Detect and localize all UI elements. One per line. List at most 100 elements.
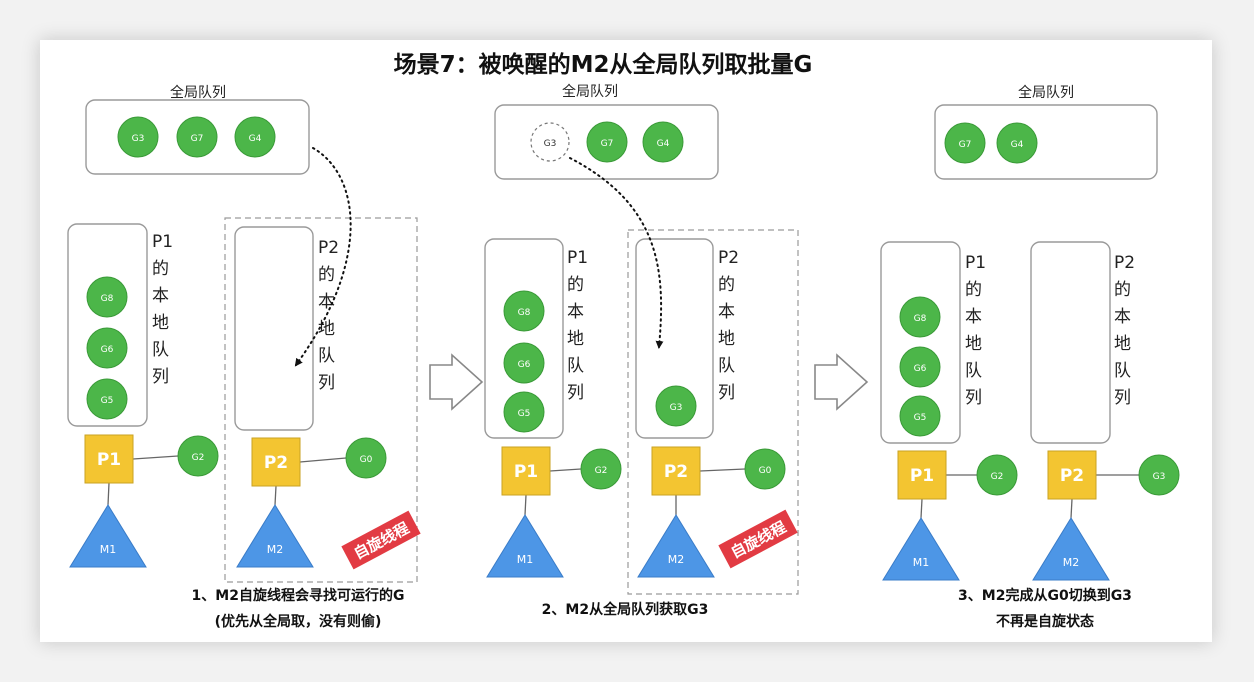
panel3-global-queue-goroutine: G4 [996, 122, 1038, 164]
panel2-p1-local-queue-label: 地 [567, 329, 584, 349]
panel2-p1-local-goroutine: G5 [503, 391, 545, 433]
panel1-caption-line: (优先从全局取，没有则偷) [215, 613, 382, 630]
goroutine-label: G6 [914, 364, 927, 374]
panel1-p2-local-queue-box [234, 226, 314, 431]
goroutine-circle [117, 116, 159, 158]
panel2-p1-local-queue-label: P1 [567, 248, 588, 268]
goroutine-label: G8 [914, 314, 927, 324]
panel3-p1-m-link [920, 498, 923, 519]
goroutine-circle [996, 122, 1038, 164]
panel2-p2-local-queue-label: 本 [718, 302, 735, 322]
panel2-p1-m-link [524, 494, 527, 516]
panel1-p1-local-queue-label: 本 [152, 286, 169, 306]
panel3-p2-local-queue-label: P2 [1114, 253, 1135, 273]
spin-badge-bg [341, 510, 421, 570]
panel3-p2-m-link [1070, 498, 1073, 519]
processor-label: P2 [1060, 466, 1084, 486]
goroutine-label: G2 [991, 472, 1004, 482]
processor-label: P1 [97, 450, 121, 470]
panel1-p2-m-link [274, 485, 277, 506]
processor-square [84, 434, 134, 484]
panel2-p1-g-link [549, 468, 582, 472]
goroutine-label: G6 [101, 345, 114, 355]
machine-label: M2 [267, 543, 284, 556]
goroutine-label: G5 [101, 396, 114, 406]
panel3-p1-local-goroutine: G5 [899, 395, 941, 437]
panel2-p2-local-queue-box [635, 238, 714, 439]
panel2-p2-local-queue-label: 的 [718, 275, 735, 295]
goroutine-circle [86, 327, 128, 369]
panel1-p2-g-link [299, 457, 347, 463]
panel2-p2-local-queue-label: 队 [718, 356, 735, 376]
panel2-processor-p2: P2 [651, 446, 701, 496]
goroutine-label: G7 [959, 140, 972, 150]
spin-badge-bg [718, 509, 798, 569]
goroutine-circle [899, 395, 941, 437]
panel3-machine-m1: M1 [882, 517, 960, 581]
goroutine-label: G2 [595, 466, 608, 476]
panel3-p2-local-queue-label: 本 [1114, 307, 1131, 327]
goroutine-circle [503, 391, 545, 433]
panel2-p2-g-link [699, 468, 746, 472]
panel1-p2-running-goroutine: G0 [345, 437, 387, 479]
panel3-global-queue-goroutine: G7 [944, 122, 986, 164]
goroutine-circle [86, 378, 128, 420]
processor-label: P2 [664, 462, 688, 482]
panel2-p2-local-queue-label: 列 [718, 383, 735, 403]
panel3-p1-local-queue-label: P1 [965, 253, 986, 273]
panel3-machine-m2: M2 [1032, 517, 1110, 581]
panel3-caption-line: 3、M2完成从G0切换到G3 [958, 587, 1132, 604]
goroutine-label: G4 [657, 139, 670, 149]
panel3-p1-local-queue-box [880, 241, 961, 444]
panel2-caption-line: 2、M2从全局队列获取G3 [542, 601, 709, 618]
processor-square [251, 437, 301, 487]
panel3-p2-local-queue-label: 的 [1114, 280, 1131, 300]
machine-triangle [1032, 517, 1110, 581]
goroutine-circle [345, 437, 387, 479]
panel3-p2-local-queue-label: 列 [1114, 388, 1131, 408]
panel2-global-queue-goroutine: G3 [530, 122, 570, 162]
panel3-p1-local-queue-label: 本 [965, 307, 982, 327]
goroutine-circle [503, 342, 545, 384]
panel2-machine-m2: M2 [637, 514, 715, 578]
panel1-p1-m-link [107, 482, 110, 506]
panel3-p1-running-goroutine: G2 [976, 454, 1018, 496]
goroutine-label: G8 [518, 308, 531, 318]
processor-label: P2 [264, 453, 288, 473]
panel1-p1-local-queue-label: 地 [152, 313, 169, 333]
goroutine-label: G3 [670, 403, 683, 413]
goroutine-circle [642, 121, 684, 163]
goroutine-circle [744, 448, 786, 490]
panel3-p1-local-goroutine: G8 [899, 296, 941, 338]
panel1-global-queue-goroutine: G3 [117, 116, 159, 158]
panel3-p2-local-queue-box [1030, 241, 1111, 444]
panel2-p1-local-queue-label: 本 [567, 302, 584, 322]
panel2-global-queue-label: 全局队列 [562, 83, 618, 100]
panel1-p1-local-goroutine: G6 [86, 327, 128, 369]
panel1-p1-g-link [132, 455, 179, 460]
goroutine-label: G7 [191, 134, 204, 144]
panel1-p1-local-queue-label: P1 [152, 232, 173, 252]
panel2-p2-running-goroutine: G0 [744, 448, 786, 490]
goroutine-label: G7 [601, 139, 614, 149]
panel3-p1-local-queue-label: 的 [965, 280, 982, 300]
panel1-p2-local-queue-label: 列 [318, 373, 335, 393]
goroutine-label: G5 [914, 413, 927, 423]
panel2-p1-local-goroutine: G8 [503, 290, 545, 332]
panel1-caption-line: 1、M2自旋线程会寻找可运行的G [192, 587, 405, 604]
panel1-machine-m1: M1 [69, 504, 147, 568]
goroutine-label: G3 [544, 139, 557, 149]
machine-label: M1 [100, 543, 117, 556]
goroutine-circle [503, 290, 545, 332]
panel1-p2-local-queue-label: 的 [318, 265, 335, 285]
panel3-p1-local-goroutine: G6 [899, 346, 941, 388]
panel2-transfer-arrow [569, 157, 664, 349]
panel2-p1-local-queue-box [484, 238, 564, 439]
panel1-p1-local-queue-box [67, 223, 148, 427]
panel2-p2-local-queue-label: 地 [718, 329, 735, 349]
goroutine-label: G3 [1153, 472, 1166, 482]
machine-triangle [486, 514, 564, 578]
step-arrow-1 [429, 353, 484, 411]
panel1-global-queue-goroutine: G4 [234, 116, 276, 158]
goroutine-label: G3 [132, 134, 145, 144]
